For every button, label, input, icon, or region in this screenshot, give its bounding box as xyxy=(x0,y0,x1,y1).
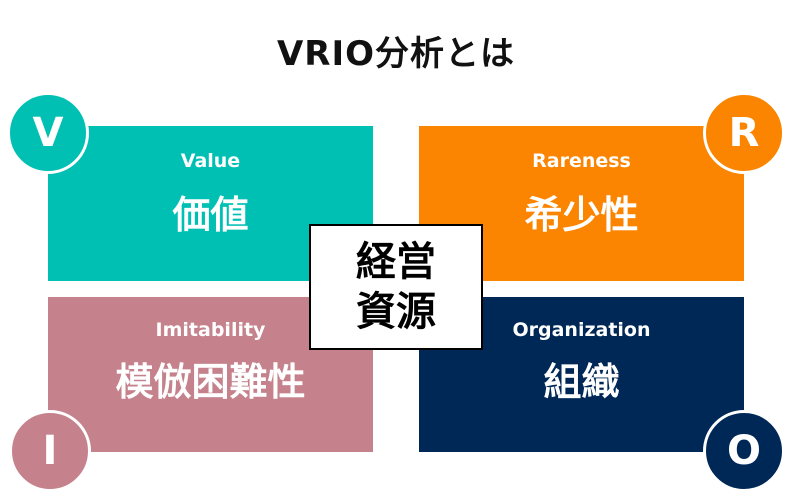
rareness-japanese-label: 希少性 xyxy=(524,193,639,237)
rareness-letter-badge: R xyxy=(703,92,785,174)
imitability-letter-badge: I xyxy=(9,410,91,492)
imitability-english-label: Imitability xyxy=(155,319,266,341)
organization-letter-badge: O xyxy=(703,410,785,492)
center-line-2: 資源 xyxy=(356,289,436,335)
value-japanese-label: 価値 xyxy=(172,193,249,237)
imitability-japanese-label: 模倣困難性 xyxy=(115,360,306,404)
quadrant-value: Value 価値 xyxy=(48,126,373,281)
value-letter-badge: V xyxy=(7,92,89,174)
organization-japanese-label: 組織 xyxy=(543,360,620,404)
center-line-1: 経営 xyxy=(356,239,436,285)
value-english-label: Value xyxy=(180,150,241,172)
page-title: VRIO分析とは xyxy=(276,34,516,74)
rareness-english-label: Rareness xyxy=(532,150,631,172)
organization-english-label: Organization xyxy=(512,319,651,341)
management-resources-box: 経営 資源 xyxy=(309,224,483,350)
